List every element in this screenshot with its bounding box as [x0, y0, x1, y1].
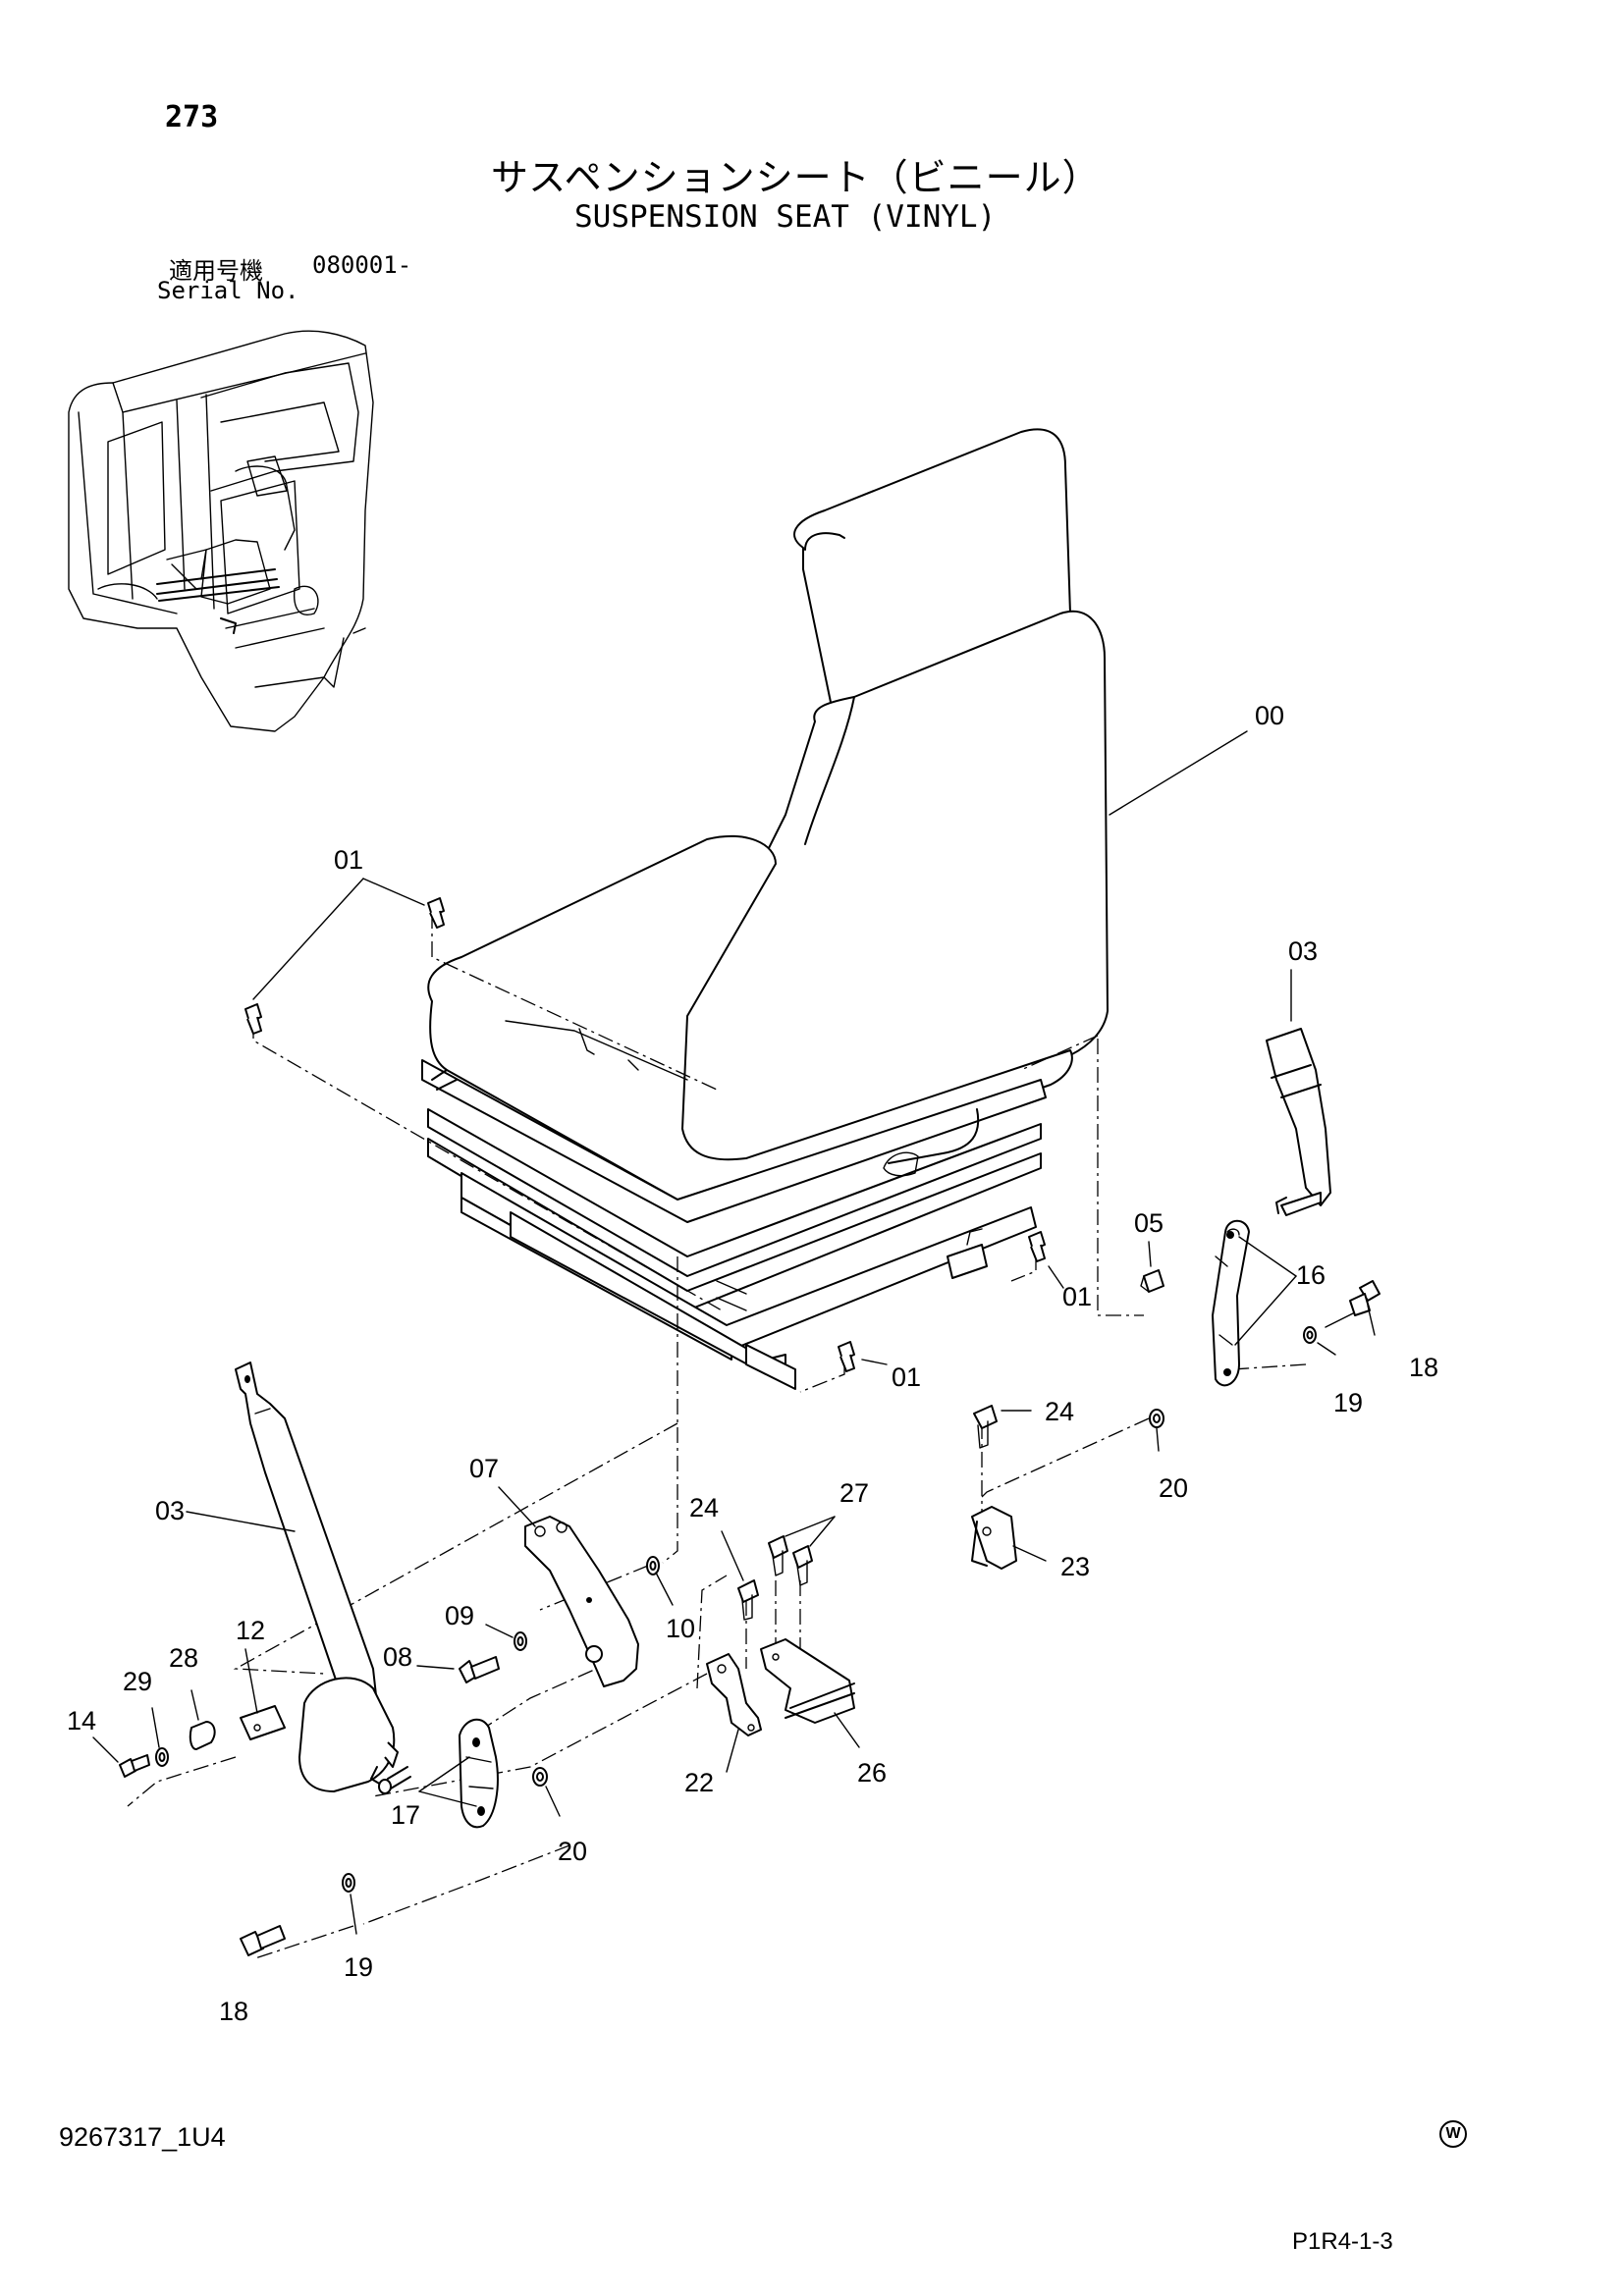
- callout-23: 23: [1060, 1552, 1090, 1581]
- bracket-part-26: [760, 1638, 855, 1724]
- nut-part-05: [1140, 1269, 1164, 1293]
- bracket-part-07: [524, 1516, 639, 1687]
- title-english: SUSPENSION SEAT (VINYL): [574, 199, 997, 235]
- serial-number: 080001-: [312, 251, 412, 279]
- callout-16: 16: [1296, 1260, 1326, 1290]
- washer-part-29: [155, 1747, 169, 1767]
- bolt-part-08: [459, 1656, 500, 1683]
- washer-part-09: [514, 1631, 527, 1651]
- washer-part-20-right: [1149, 1409, 1164, 1428]
- callout-27: 27: [839, 1478, 869, 1508]
- callout-20: 20: [558, 1837, 587, 1866]
- circled-w-mark: W: [1439, 2120, 1467, 2148]
- seat-belt-right: [1212, 1028, 1331, 1387]
- callout-05: 05: [1134, 1208, 1164, 1238]
- suspension-seat-assembly: [421, 428, 1109, 1390]
- callout-22: 22: [684, 1768, 714, 1797]
- callout-labels: 00 01 01 01 03 03 05 07 08 09 10 12 14 1…: [67, 701, 1438, 2026]
- cab-overview-illustration: [68, 330, 374, 732]
- collar-part-28: [189, 1721, 216, 1750]
- callout-01: 01: [892, 1362, 921, 1392]
- callout-20: 20: [1159, 1473, 1188, 1503]
- plate-part-12: [240, 1705, 286, 1740]
- callout-26: 26: [857, 1758, 887, 1788]
- callout-14: 14: [67, 1706, 96, 1735]
- page-number: 273: [165, 100, 219, 134]
- callout-03: 03: [1288, 936, 1318, 966]
- washer-part-19-left: [342, 1873, 355, 1893]
- spacer-part-10: [646, 1556, 660, 1575]
- bolt-part-01-top: [244, 897, 445, 1035]
- callout-03: 03: [155, 1496, 185, 1525]
- page-reference: P1R4-1-3: [1292, 2228, 1393, 2255]
- callout-07: 07: [469, 1454, 499, 1483]
- bolt-part-18-left: [240, 1925, 286, 1956]
- callout-19: 19: [1333, 1388, 1363, 1417]
- callout-00: 00: [1255, 701, 1284, 730]
- washer-part-20-left: [532, 1767, 548, 1787]
- callout-28: 28: [169, 1643, 198, 1673]
- leader-lines: [92, 730, 1376, 1935]
- bolt-part-01-right: [838, 1231, 1046, 1372]
- bracket-part-23: [971, 1405, 1017, 1570]
- callout-29: 29: [123, 1667, 152, 1696]
- callout-19: 19: [344, 1952, 373, 1982]
- bracket-part-22: [706, 1579, 762, 1736]
- anchor-part-17: [459, 1718, 499, 1829]
- bolt-part-27: [768, 1535, 813, 1586]
- callout-24: 24: [689, 1493, 719, 1522]
- bolt-part-18-right: [1303, 1280, 1380, 1344]
- callout-18: 18: [219, 1997, 248, 2026]
- callout-12: 12: [236, 1616, 265, 1645]
- bolt-part-14: [119, 1754, 150, 1778]
- title-japanese: サスペンションシート（ビニール）: [491, 156, 1101, 199]
- callout-24: 24: [1045, 1397, 1074, 1426]
- serial-label-japanese: 適用号機: [169, 257, 263, 285]
- callout-01: 01: [334, 845, 363, 875]
- document-code: 9267317_1U4: [59, 2122, 226, 2152]
- callout-10: 10: [666, 1614, 695, 1643]
- seat-belt-left: [235, 1362, 411, 1794]
- callout-09: 09: [445, 1601, 474, 1630]
- serial-label-english: Serial No.: [157, 277, 299, 304]
- callout-17: 17: [391, 1800, 420, 1830]
- callout-08: 08: [383, 1642, 412, 1672]
- callout-01: 01: [1062, 1282, 1092, 1311]
- callout-18: 18: [1409, 1353, 1438, 1382]
